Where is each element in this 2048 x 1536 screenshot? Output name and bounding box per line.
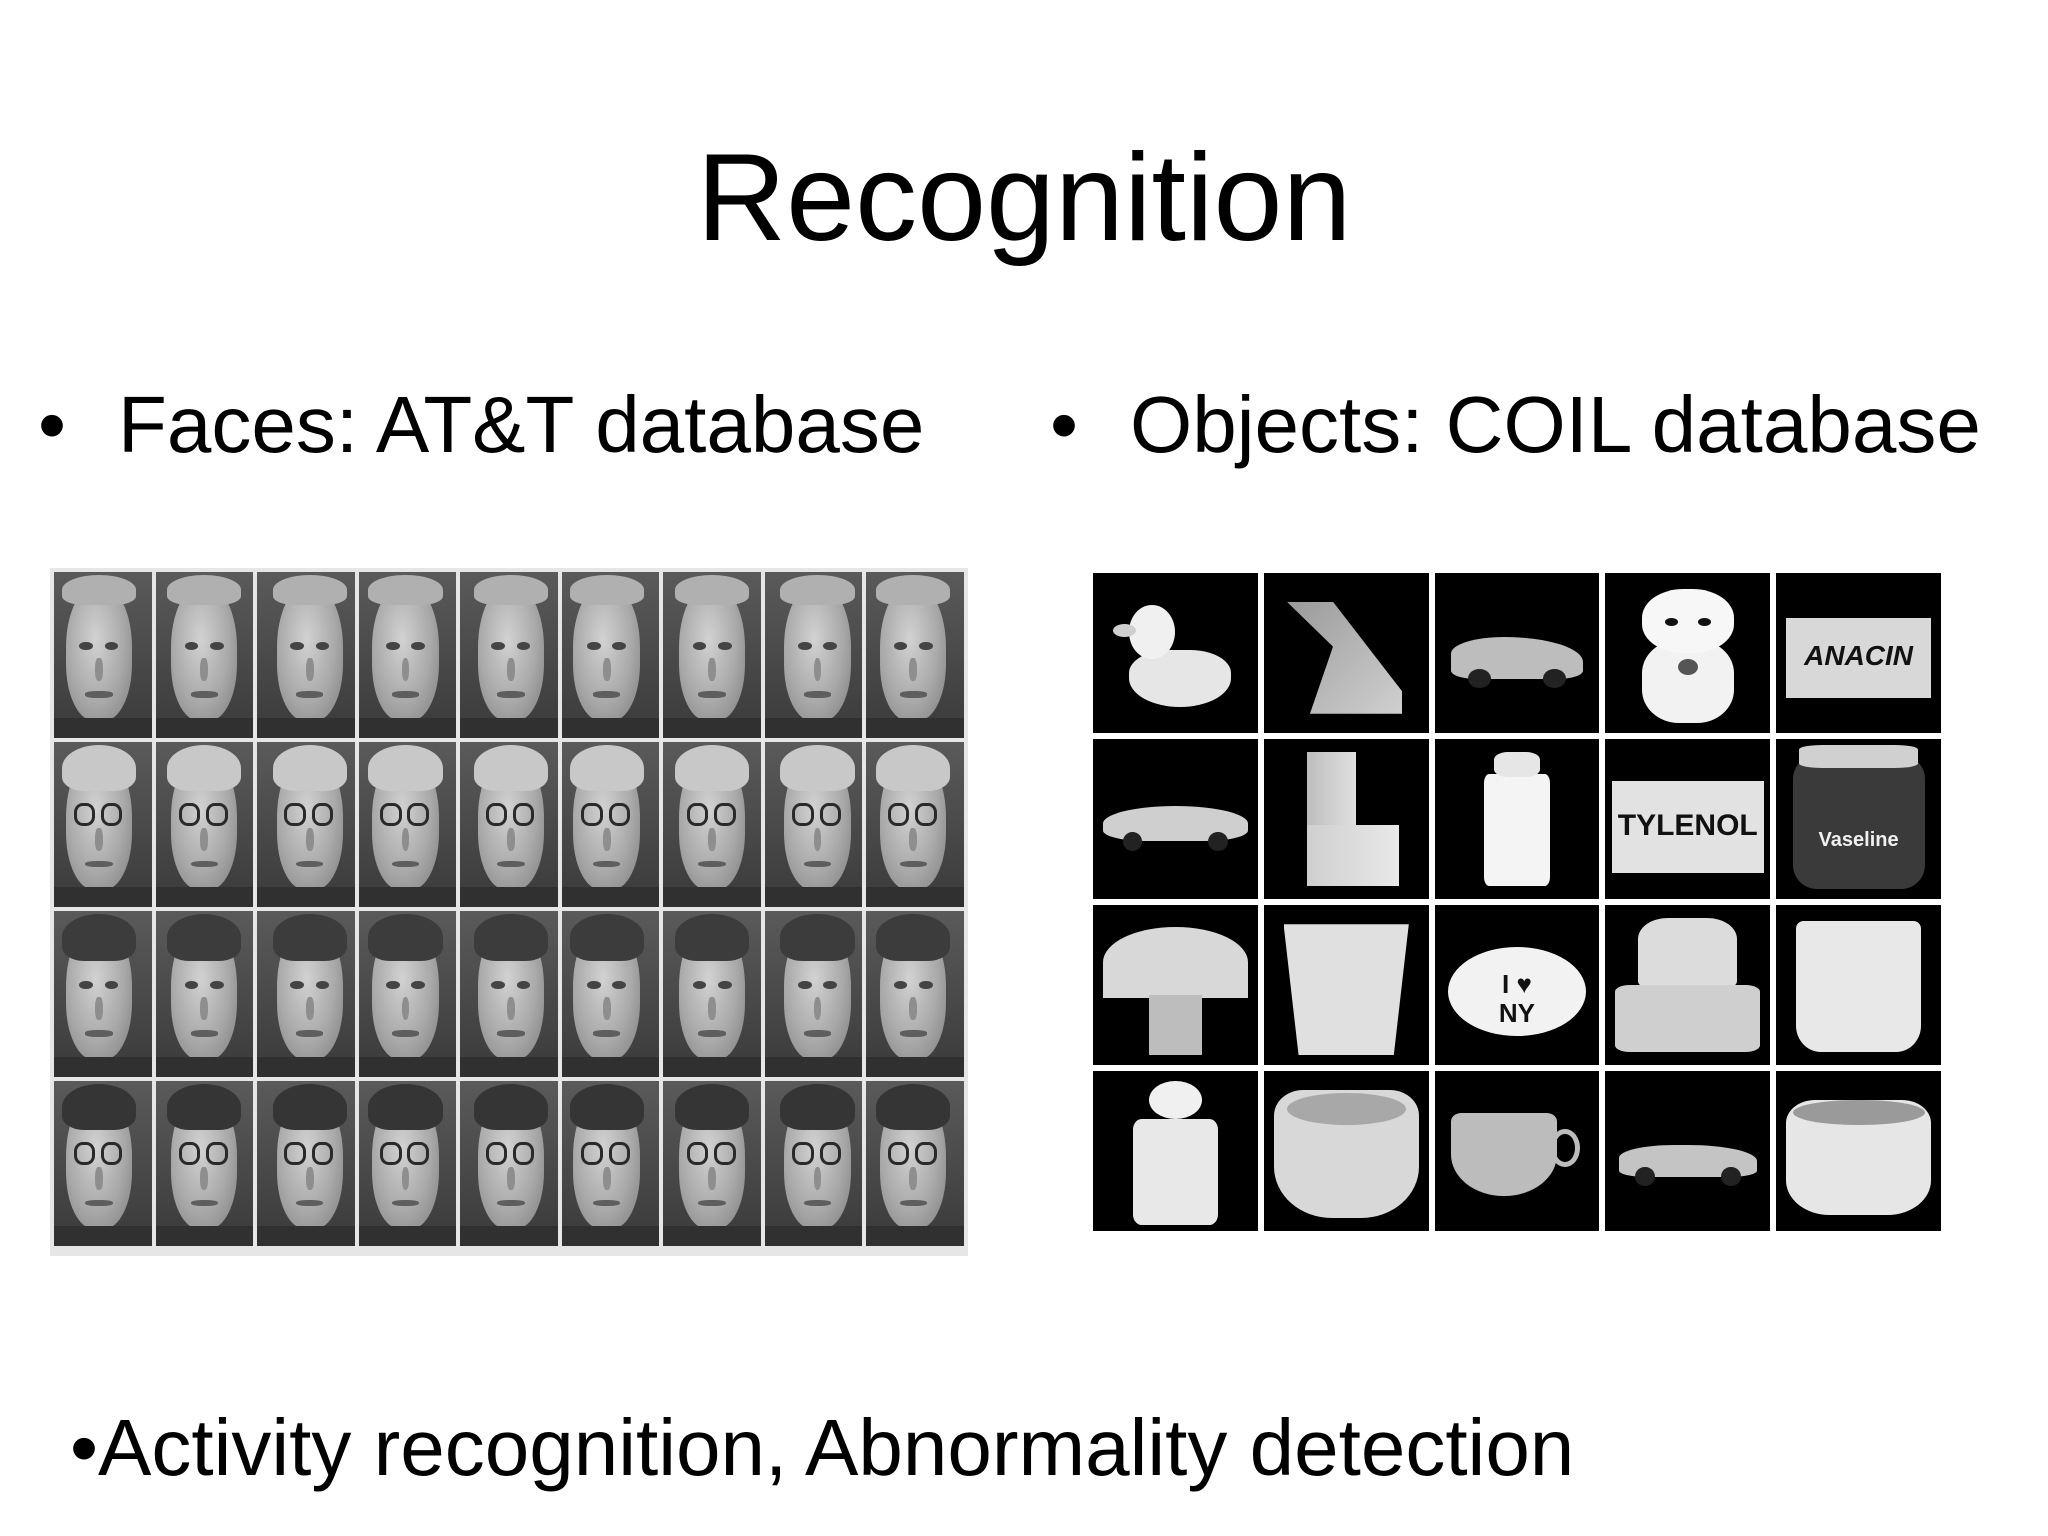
object-teacup xyxy=(1434,1071,1600,1231)
face-thumbnail xyxy=(561,1080,660,1246)
object-tylenol-box: TYLENOL xyxy=(1605,739,1771,899)
face-thumbnail xyxy=(460,1080,558,1246)
face-thumbnail xyxy=(54,1080,152,1246)
face-thumbnail xyxy=(866,741,964,907)
object-wood-mushroom xyxy=(1093,905,1258,1065)
bullet-faces-text: Faces: AT&T database xyxy=(118,380,925,469)
face-thumbnail xyxy=(663,741,761,907)
ny-label: NY xyxy=(1498,997,1536,1028)
object-powder-bottle xyxy=(1434,739,1600,899)
face-thumbnail xyxy=(155,911,254,1077)
face-thumbnail xyxy=(561,741,660,907)
face-thumbnail xyxy=(764,911,863,1077)
object-lucky-cat xyxy=(1605,573,1771,733)
object-bowl xyxy=(1263,1071,1429,1231)
face-thumbnail xyxy=(257,741,355,907)
face-thumbnail xyxy=(257,911,355,1077)
face-thumbnail xyxy=(54,741,152,907)
bullet-marker: • xyxy=(38,380,67,469)
face-thumbnail xyxy=(561,911,660,1077)
object-toy-car-3 xyxy=(1605,1071,1771,1231)
face-thumbnail xyxy=(155,572,254,738)
object-plastic-container xyxy=(1776,905,1941,1065)
object-ceramic-piece xyxy=(1605,905,1771,1065)
face-thumbnail xyxy=(155,741,254,907)
face-thumbnail xyxy=(460,741,558,907)
face-thumbnail xyxy=(358,572,457,738)
face-thumbnail xyxy=(866,911,964,1077)
object-tub xyxy=(1776,1071,1941,1231)
face-thumbnail xyxy=(866,1080,964,1246)
face-thumbnail xyxy=(155,1080,254,1246)
object-toy-car-1 xyxy=(1434,573,1600,733)
face-thumbnail xyxy=(257,572,355,738)
face-thumbnail xyxy=(663,1080,761,1246)
face-thumbnail xyxy=(764,572,863,738)
face-thumbnail xyxy=(54,911,152,1077)
object-toy-car-2 xyxy=(1093,739,1258,899)
face-thumbnail xyxy=(764,1080,863,1246)
slide-title: Recognition xyxy=(696,129,1352,267)
object-anacin-box: ANACIN xyxy=(1776,573,1941,733)
face-thumbnail xyxy=(663,911,761,1077)
face-thumbnail xyxy=(764,741,863,907)
face-thumbnail xyxy=(460,911,558,1077)
object-duck xyxy=(1093,573,1258,733)
bullet-faces: •Faces: AT&T database xyxy=(38,385,924,465)
bullet-activity: •Activity recognition, Abnormality detec… xyxy=(70,1403,1575,1492)
object-vaseline-jar: Vaseline xyxy=(1776,739,1941,899)
bullet-objects-text: Objects: COIL database xyxy=(1130,380,1981,469)
object-cup-with-characters xyxy=(1263,905,1429,1065)
object-wood-l-block xyxy=(1263,739,1429,899)
face-thumbnail xyxy=(460,572,558,738)
i-love-label: I ♥ xyxy=(1502,969,1532,999)
object-lotion-bottle xyxy=(1093,1071,1258,1231)
face-thumbnail xyxy=(866,572,964,738)
face-thumbnail xyxy=(54,572,152,738)
bullet-objects: •Objects: COIL database xyxy=(1050,385,1981,465)
objects-image-grid: ANACIN TYLENOL Vaseline I ♥ NY xyxy=(1093,573,1941,1231)
face-thumbnail xyxy=(358,1080,457,1246)
anacin-label: ANACIN xyxy=(1804,640,1914,672)
object-wood-block xyxy=(1263,573,1429,733)
face-thumbnail xyxy=(358,741,457,907)
face-thumbnail xyxy=(561,572,660,738)
bullet-marker: • xyxy=(1050,380,1079,469)
tylenol-label: TYLENOL xyxy=(1617,809,1758,843)
faces-image-grid xyxy=(50,568,968,1256)
object-piggy-bank: I ♥ NY xyxy=(1434,905,1600,1065)
face-thumbnail xyxy=(358,911,457,1077)
vaseline-label: Vaseline xyxy=(1818,828,1899,851)
face-thumbnail xyxy=(257,1080,355,1246)
face-thumbnail xyxy=(663,572,761,738)
